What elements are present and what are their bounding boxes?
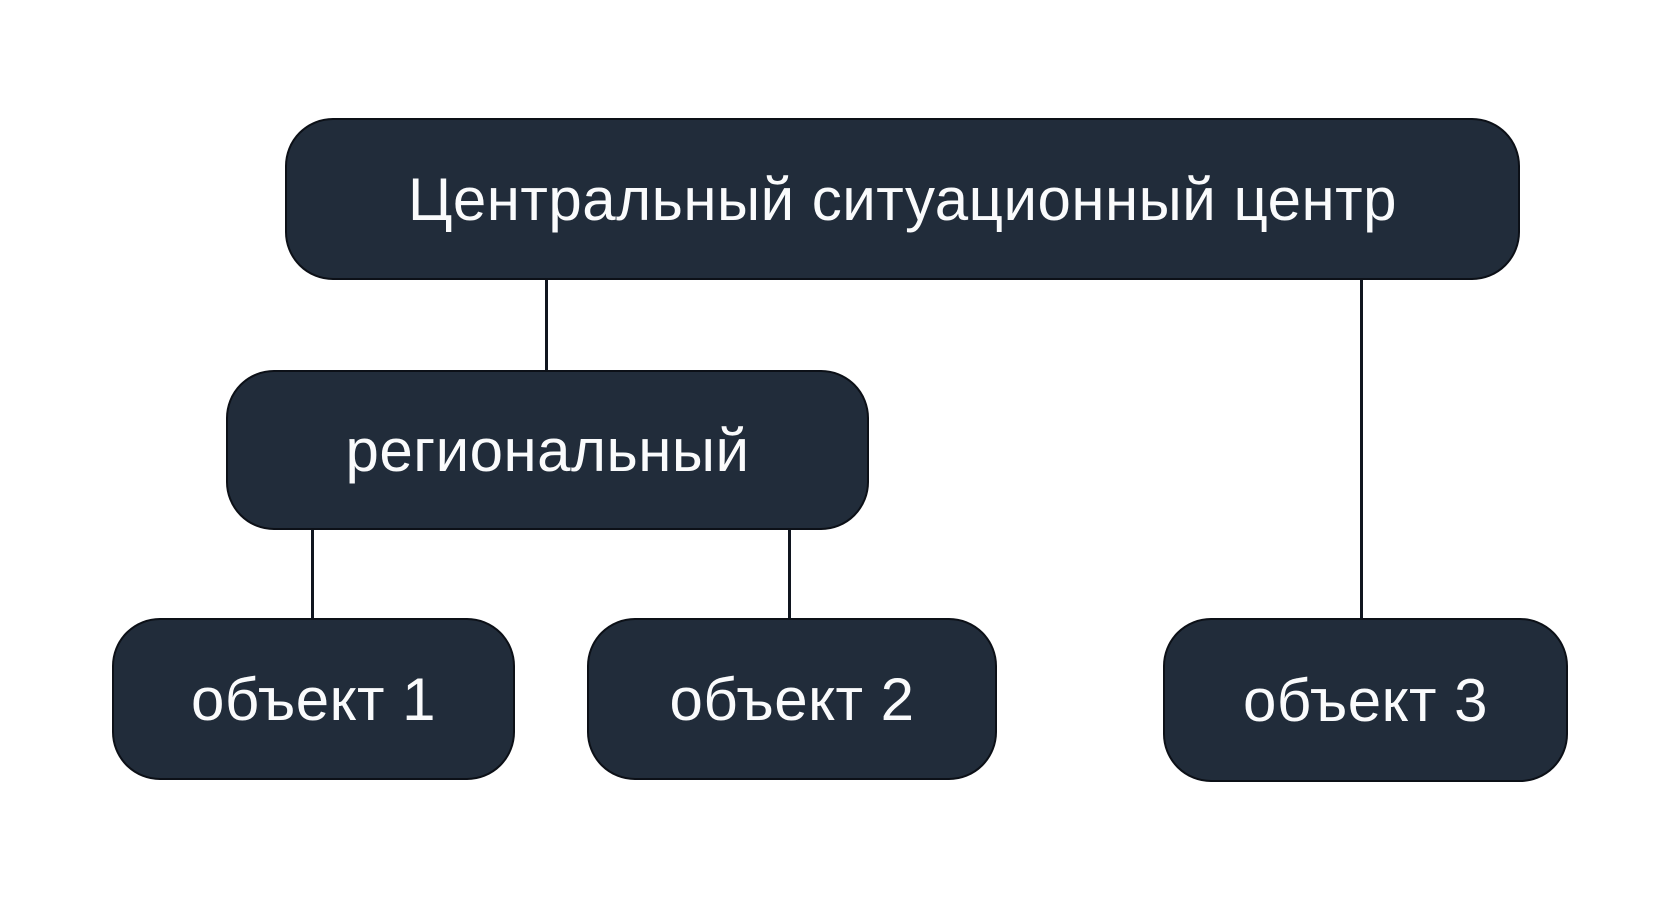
node-object-3-label: объект 3 (1242, 666, 1489, 734)
node-regional-label: региональный (345, 416, 750, 484)
node-central-situation-center: Центральный ситуационный центр (285, 118, 1520, 280)
connector-regional-to-object2 (788, 524, 791, 622)
node-regional: региональный (226, 370, 869, 530)
node-central-situation-center-label: Центральный ситуационный центр (407, 165, 1398, 233)
connector-regional-to-object1 (311, 524, 314, 622)
node-object-2-label: объект 2 (669, 665, 915, 733)
node-object-1: объект 1 (112, 618, 515, 780)
node-object-1-label: объект 1 (190, 665, 437, 733)
connector-central-to-object3 (1360, 276, 1363, 622)
connector-central-to-regional (545, 276, 548, 374)
node-object-2: объект 2 (587, 618, 997, 780)
node-object-3: объект 3 (1163, 618, 1568, 782)
